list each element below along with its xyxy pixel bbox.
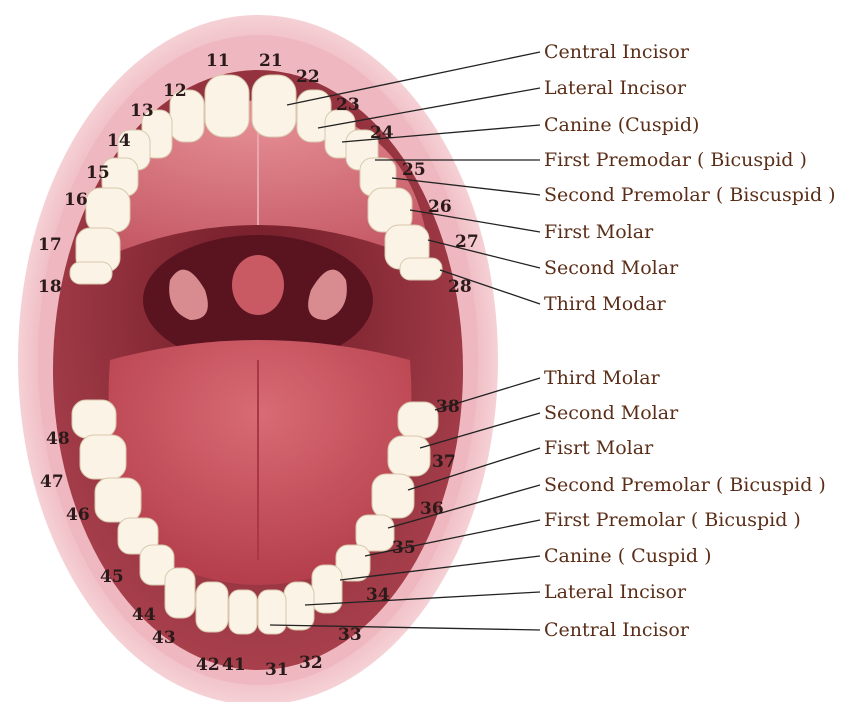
lower-tooth-labels: Third Molar Second Molar Fisrt Molar Sec… [544,367,826,641]
tooth-number: 43 [152,628,176,648]
tooth-number: 35 [392,538,416,558]
tooth-number: 46 [66,505,90,525]
tooth-label: Fisrt Molar [544,437,654,459]
tooth-number: 15 [86,163,110,183]
tooth-number: 42 [196,655,220,675]
tooth-number: 45 [100,567,124,587]
tooth-number: 25 [402,160,426,180]
tooth-number: 23 [336,95,360,115]
tooth-number: 26 [428,197,452,217]
tooth-label: Lateral Incisor [544,77,687,99]
tooth-label: Second Molar [544,402,679,424]
tooth-number: 44 [132,605,156,625]
tooth-number: 11 [206,51,230,71]
tooth-number: 33 [338,625,362,645]
tooth-number: 38 [436,397,460,417]
tooth-number: 32 [299,653,323,673]
tooth-number: 36 [420,499,444,519]
tooth-label: First Molar [544,221,654,243]
tooth-label: First Premodar ( Bicuspid ) [544,149,807,171]
tooth-number: 28 [448,277,472,297]
tooth-number: 17 [38,235,62,255]
tooth-number: 13 [130,101,154,121]
tooth-number: 21 [259,51,283,71]
tooth-number: 24 [370,123,394,143]
tooth-number: 27 [455,232,479,252]
tooth-label: Second Premolar ( Biscuspid ) [544,184,836,206]
tooth-number: 22 [296,67,320,87]
tooth-label: Central Incisor [544,619,690,641]
tooth-label: Third Molar [544,367,661,389]
tooth-number: 18 [38,277,62,297]
tooth-label: First Premolar ( Bicuspid ) [544,509,801,531]
tooth-label: Canine (Cuspid) [544,114,699,136]
tooth-number: 34 [366,585,390,605]
tooth-label: Canine ( Cuspid ) [544,545,712,567]
tooth-number: 37 [432,452,456,472]
tooth-number: 12 [163,81,187,101]
tooth-number: 41 [222,655,246,675]
tooth-label: Second Premolar ( Bicuspid ) [544,474,826,496]
tooth-number: 47 [40,472,64,492]
tooth-number: 16 [64,190,88,210]
tooth-label: Third Modar [544,293,667,315]
tooth-number: 31 [265,660,289,680]
tooth-number: 14 [107,131,131,151]
tooth-label: Lateral Incisor [544,581,687,603]
tooth-number: 48 [46,429,70,449]
tooth-label: Central Incisor [544,41,690,63]
tooth-label: Second Molar [544,257,679,279]
upper-tooth-labels: Central Incisor Lateral Incisor Canine (… [544,41,836,315]
